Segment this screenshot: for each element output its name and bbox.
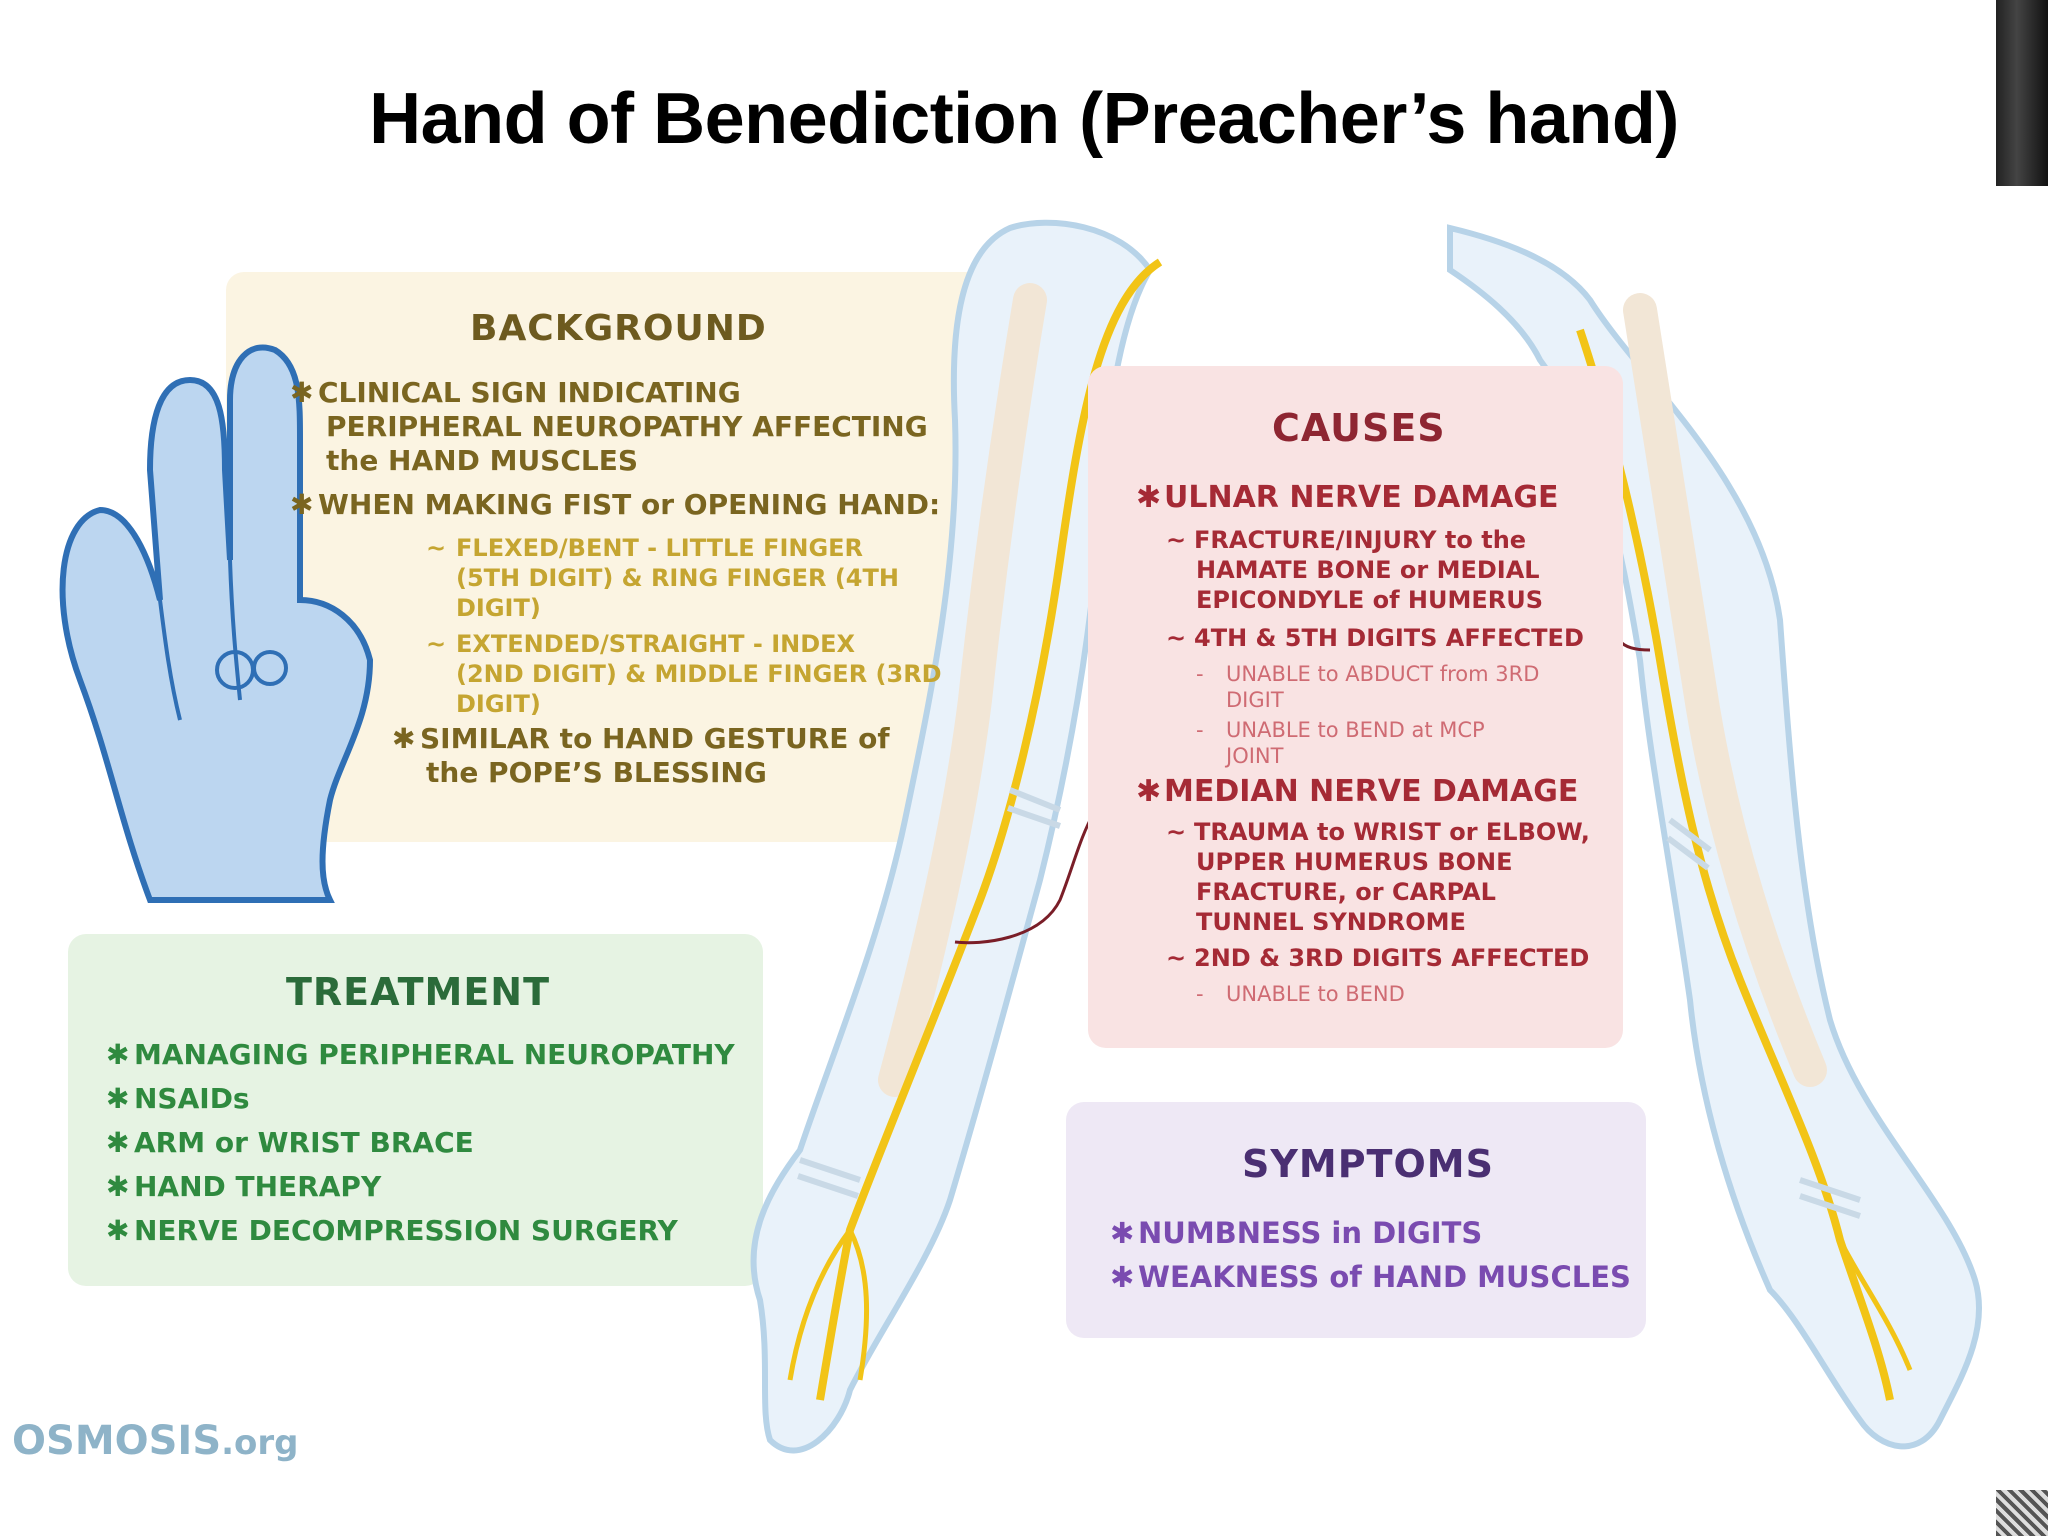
background-sub-6: DIGIT) (456, 690, 541, 718)
ulnar-line-4: ~4TH & 5TH DIGITS AFFECTED (1166, 624, 1584, 652)
asterisk-icon: ✱ (1136, 774, 1162, 809)
slide-title: Hand of Benediction (Preacher’s hand) (369, 79, 1679, 159)
treatment-item-1: ✱MANAGING PERIPHERAL NEUROPATHY (106, 1038, 735, 1071)
left-nerve (816, 258, 1163, 1401)
symptoms-item-2: ✱WEAKNESS of HAND MUSCLES (1110, 1260, 1631, 1294)
median-sub-1: -UNABLE to BEND (1196, 982, 1405, 1006)
treatment-item-3: ✱ARM or WRIST BRACE (106, 1126, 474, 1159)
treatment-heading: TREATMENT (286, 970, 551, 1014)
background-heading: BACKGROUND (470, 308, 767, 349)
background-bullet-1: ✱CLINICAL SIGN INDICATING (290, 376, 741, 409)
median-line-5: ~2ND & 3RD DIGITS AFFECTED (1166, 944, 1590, 972)
osmosis-logo: OSMOSIS.org (12, 1418, 299, 1464)
asterisk-icon: ✱ (290, 376, 314, 409)
background-line-2: PERIPHERAL NEUROPATHY AFFECTING (326, 410, 928, 443)
ulnar-sub-2: DIGIT (1226, 688, 1284, 712)
treatment-panel (68, 934, 763, 1286)
benediction-hand-icon (59, 344, 374, 903)
asterisk-icon: ✱ (106, 1038, 130, 1071)
background-sub-2: (5TH DIGIT) & RING FINGER (4TH (456, 564, 899, 592)
median-line-3: FRACTURE, or CARPAL (1196, 878, 1496, 906)
symptoms-heading: SYMPTOMS (1242, 1142, 1494, 1186)
ulnar-title: ✱ULNAR NERVE DAMAGE (1136, 480, 1559, 515)
edge-image-strip-bottom (1996, 1490, 2048, 1536)
background-sub-1: ~FLEXED/BENT - LITTLE FINGER (426, 534, 864, 562)
symptoms-panel (1066, 1102, 1646, 1338)
background-bullet-2: ✱WHEN MAKING FIST or OPENING HAND: (290, 488, 941, 521)
ulnar-sub-4: JOINT (1226, 744, 1284, 768)
ulnar-line-1: ~FRACTURE/INJURY to the (1166, 526, 1527, 554)
asterisk-icon: ✱ (1110, 1260, 1135, 1294)
asterisk-icon: ✱ (106, 1126, 130, 1159)
ulnar-sub-1: -UNABLE to ABDUCT from 3RD (1196, 662, 1540, 686)
median-line-4: TUNNEL SYNDROME (1196, 908, 1466, 936)
symptoms-item-1: ✱NUMBNESS in DIGITS (1110, 1216, 1483, 1250)
background-sub-3: DIGIT) (456, 594, 541, 622)
background-bullet-3: ✱SIMILAR to HAND GESTURE of (392, 722, 890, 755)
asterisk-icon: ✱ (1110, 1216, 1135, 1250)
ulnar-line-2: HAMATE BONE or MEDIAL (1196, 556, 1540, 584)
background-line-last: the POPE’S BLESSING (426, 756, 767, 789)
ulnar-line-3: EPICONDYLE of HUMERUS (1196, 586, 1544, 614)
median-title: ✱MEDIAN NERVE DAMAGE (1136, 774, 1579, 809)
treatment-item-4: ✱HAND THERAPY (106, 1170, 382, 1203)
background-line-3: the HAND MUSCLES (326, 444, 639, 477)
edge-image-strip (1996, 0, 2048, 186)
causes-panel (1088, 366, 1623, 1048)
asterisk-icon: ✱ (106, 1082, 130, 1115)
treatment-item-5: ✱NERVE DECOMPRESSION SURGERY (106, 1214, 678, 1247)
background-sub-5: (2ND DIGIT) & MIDDLE FINGER (3RD (456, 660, 942, 688)
asterisk-icon: ✱ (290, 488, 314, 521)
causes-heading: CAUSES (1272, 406, 1446, 450)
median-line-2: UPPER HUMERUS BONE (1196, 848, 1513, 876)
treatment-item-2: ✱NSAIDs (106, 1082, 250, 1115)
background-sub-4: ~EXTENDED/STRAIGHT - INDEX (426, 630, 856, 658)
median-line-1: ~TRAUMA to WRIST or ELBOW, (1166, 818, 1590, 846)
right-nerve (1576, 328, 1894, 1401)
asterisk-icon: ✱ (106, 1170, 130, 1203)
asterisk-icon: ✱ (106, 1214, 130, 1247)
asterisk-icon: ✱ (1136, 480, 1162, 515)
asterisk-icon: ✱ (392, 722, 416, 755)
ulnar-sub-3: -UNABLE to BEND at MCP (1196, 718, 1485, 742)
